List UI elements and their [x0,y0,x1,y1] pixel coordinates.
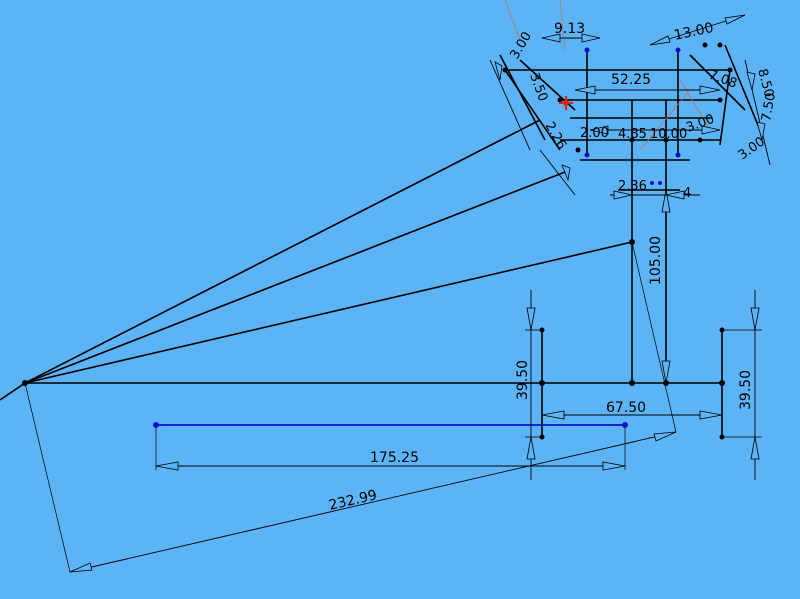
dimension-9-13[interactable]: 9.13 [554,21,585,37]
head-rim-left[interactable] [499,54,546,141]
base-point-left[interactable] [539,380,545,386]
dimension-175-25[interactable]: 175.25 [370,450,419,466]
selected-line-end[interactable] [622,422,628,428]
dimension-2-00[interactable]: 2.00 [580,126,609,141]
dimension-7-50[interactable]: 7.50 [759,92,779,123]
ray-tail[interactable] [0,382,26,401]
dimension-2-36[interactable]: 2.36 [618,179,647,194]
dimension-105-00[interactable]: 105.00 [648,236,664,285]
base-point-end[interactable] [719,380,725,386]
dimension-2-26[interactable]: 2.26 [542,120,569,153]
dimension-232-99[interactable]: 232.99 [327,487,378,514]
ray-to-head-bottom[interactable] [24,171,566,384]
dimension-4-85[interactable]: 4.85 [618,127,647,142]
origin-icon [559,96,573,110]
construction-lines [504,0,711,151]
dimension-13-00[interactable]: 13.00 [673,20,716,44]
dimension-52-25[interactable]: 52.25 [611,72,651,88]
dimension-3-50[interactable]: 3.50 [526,71,550,103]
base-point-center[interactable] [629,380,635,386]
column-point[interactable] [629,239,635,245]
dimension-39-50-right[interactable]: 39.50 [738,370,754,410]
head-rim-right[interactable] [724,44,761,131]
head-diag-2[interactable] [689,54,746,111]
dimension-10-00[interactable]: 10.00 [650,127,687,142]
dimension-graphics [24,14,771,573]
dimension-67-50[interactable]: 67.50 [606,400,646,416]
dimension-8-50[interactable]: 8.50 [754,67,776,99]
selected-line-start[interactable] [153,422,159,428]
sketch-points [22,42,733,440]
head-right-slope[interactable] [719,69,731,146]
dimension-4[interactable]: 4 [683,186,691,201]
dimension-labels: 232.99 175.25 67.50 39.50 39.50 105.00 5… [327,20,779,514]
ray-to-head-top[interactable] [24,119,541,384]
dimension-3-00-right[interactable]: 3.00 [736,134,768,163]
dimension-3-00-left[interactable]: 3.00 [507,29,534,62]
dimension-39-50-left[interactable]: 39.50 [515,360,531,400]
ray-to-column[interactable] [24,241,633,384]
left-vertex-point[interactable] [22,380,28,386]
main-geometry [0,44,761,437]
base-point-right[interactable] [663,380,669,386]
